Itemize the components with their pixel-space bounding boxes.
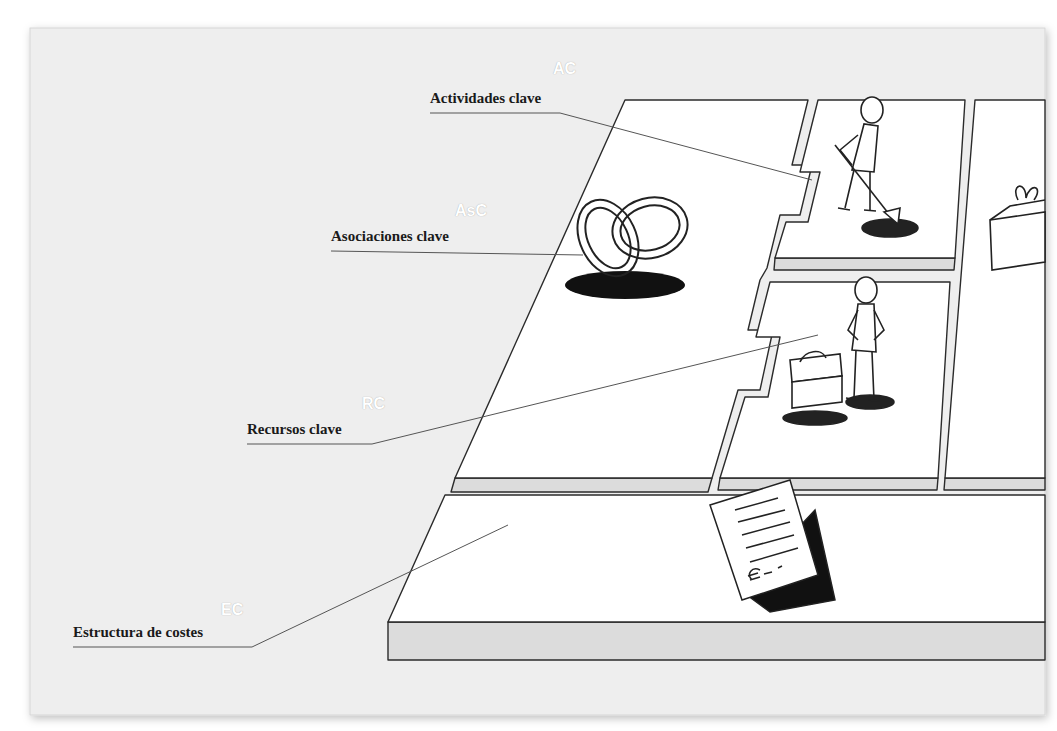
block-label: Recursos clave bbox=[247, 421, 342, 438]
abbreviation: RC bbox=[362, 395, 385, 413]
abbreviation: AC bbox=[553, 60, 576, 78]
block-label: Actividades clave bbox=[430, 90, 541, 107]
abbreviation: AsC bbox=[455, 202, 487, 220]
abbreviation: EC bbox=[221, 601, 243, 619]
block-label: Asociaciones clave bbox=[331, 228, 449, 245]
block-label: Estructura de costes bbox=[73, 624, 203, 641]
